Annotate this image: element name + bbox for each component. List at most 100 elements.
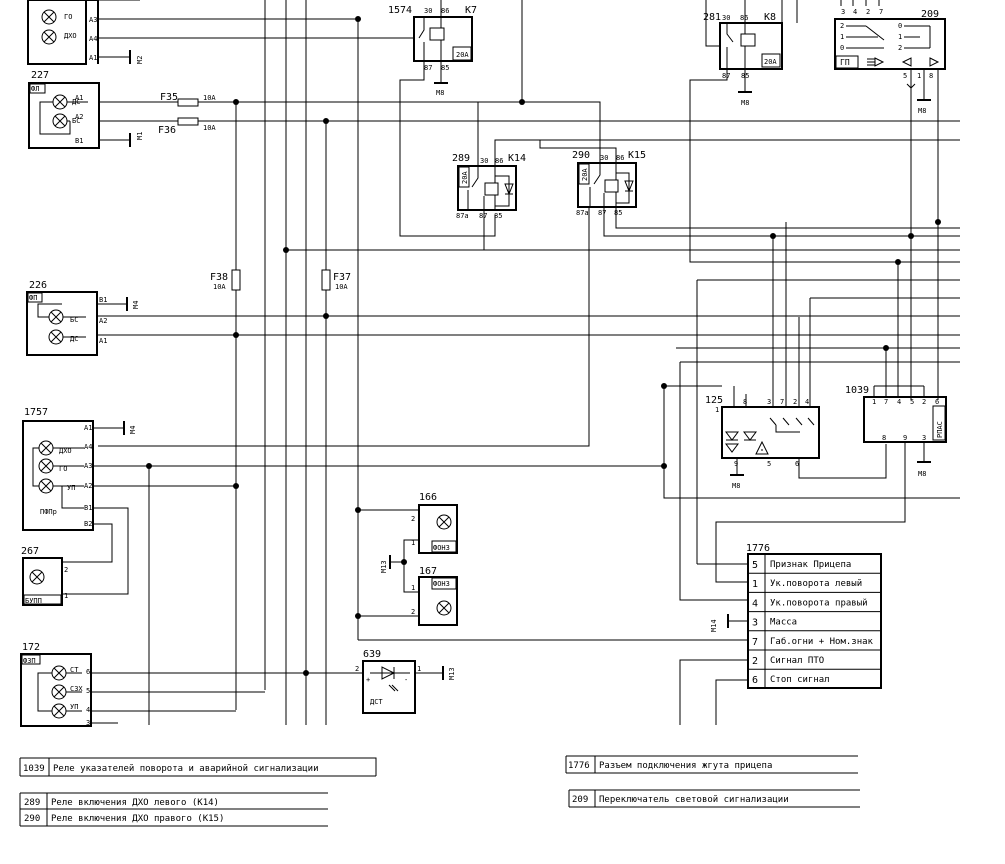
pin-label: 87 [424,64,432,72]
pin-label: 5 [903,72,907,80]
relay-k8: 281 K8 30 86 20А 87 85 M8 [703,12,783,107]
fuse-f36: F36 10А [158,117,960,136]
relay-k15: 290 K15 30 86 20А 87а 87 85 [572,150,646,217]
pin-label: 87а [456,212,469,220]
component-number: 1776 [746,543,770,554]
pin-label: 8 [882,434,886,442]
ground-label: M2 [136,56,144,64]
pin-label: 4 [805,398,809,406]
pin-label: 87 [722,72,730,80]
pin-label: 85 [494,212,502,220]
pin-label: 5 [86,687,90,695]
pin-label: 2 [866,8,870,16]
pin-label: 3 [767,398,771,406]
fuse-f37: F37 10А [321,269,351,291]
component-number: 166 [419,492,437,503]
relay-name: K15 [628,150,646,161]
component-1757: 1757 ДХО ГО УП ПФПр A1 A4 A3 A2 B1 B2 M4 [22,407,137,531]
component-code: ГП [840,58,850,67]
connector-pin: 1 [752,579,758,590]
component-number: 639 [363,649,381,660]
pin-label: 2 [64,566,68,574]
ground-label: M13 [380,560,388,573]
component-code: ДСТ [370,698,383,706]
relay-rating: 20А [456,51,469,59]
connector-signal-label: Масса [770,618,797,628]
pin-label: 8 [743,398,747,406]
switch-number: 2 [898,44,902,52]
relay-rating: 20А [581,168,589,181]
pin-label: A2 [99,317,107,325]
legend-item: 290 Реле включения ДХО правого (K15) [24,814,224,824]
pin-label: 4 [897,398,901,406]
switch-number: 0 [840,44,844,52]
pin-label: A4 [89,35,97,43]
ground-label: M14 [710,619,718,632]
pin-label: 30 [480,157,488,165]
pin-label: 9 [734,460,738,468]
connector-pin: 3 [752,618,758,629]
component-1039: 1039 1 7 4 5 2 6 РПАС 8 9 3 [845,385,947,443]
relay-k7: 1574 K7 30 86 20А 87 85 M8 [388,5,496,237]
legend-item: 289 Реле включения ДХО левого (K14) [19,792,328,827]
pin-label: 2 [355,665,359,673]
fuse-rating: 10А [213,283,226,291]
pin-label: 1 [411,539,415,547]
pin-label: A2 [75,113,83,121]
component-code: ФЗП [23,657,36,665]
legend-number: 289 [24,798,40,808]
legend: 1039 Реле указателей поворота и аварийно… [19,755,860,827]
pin-label: 7 [884,398,888,406]
component-172: 172 ФЗП СТ СЗХ УП 6 5 4 3 [20,642,92,727]
pin-label: 3 [841,8,845,16]
connector-signal-label: Стоп сигнал [770,675,830,685]
fuse-rating: 10А [203,124,216,132]
ground-label: M8 [732,482,740,490]
ground-label: M4 [129,426,137,434]
pin-label: A4 [84,443,92,451]
legend-item: 209 Переключатель световой сигнализации [568,789,860,808]
pin-label: 85 [441,64,449,72]
pin-label: 86 [740,14,748,22]
component-number: 167 [419,566,437,577]
pin-label: 9 [903,434,907,442]
pin-label: A1 [75,94,83,102]
lamp-label: УП [67,484,75,492]
component-639: 639 ДСТ + - 2 1 [355,649,421,714]
component-209: 209 3 4 2 7 2 1 0 0 1 2 ГП 5 1 8 [834,8,946,80]
pin-label: 3 [86,719,90,727]
pin-label: B1 [84,504,92,512]
legend-number: 1776 [568,761,590,771]
pin-label: 7 [780,398,784,406]
component-code: ФП [29,294,37,302]
lamp-label: БС [72,117,80,125]
legend-number: 1039 [23,764,45,774]
pin-label: 4 [86,706,90,714]
pin-label: 1 [64,592,68,600]
component-code: ПФПр [40,508,57,516]
pin-label: B1 [99,296,107,304]
legend-text: Реле включения ДХО правого (K15) [51,814,224,824]
component-code: ФЛ [31,85,39,93]
pin-label: 6 [935,398,939,406]
relay-rating: 20А [764,58,777,66]
connector-pin: 7 [752,637,758,648]
pin-label: 1 [917,72,921,80]
polarity-sign: + [366,676,370,684]
component-125: 125 8 3 7 2 4 1 9 5 6 [705,395,820,468]
pin-label: 3 [922,434,926,442]
lamp-label: ДХО [59,447,72,455]
component-number: 172 [22,642,40,653]
fuse-f38: F38 10А [210,269,241,291]
pin-label: B1 [75,137,83,145]
component-number: 226 [29,280,47,291]
component-number: 1039 [845,385,869,396]
lamp-label: ГО [59,465,67,473]
lamp-label: УП [70,703,78,711]
connector-signal-label: Ук.поворота правый [770,598,868,608]
lamp-label: ДХО [64,32,77,40]
